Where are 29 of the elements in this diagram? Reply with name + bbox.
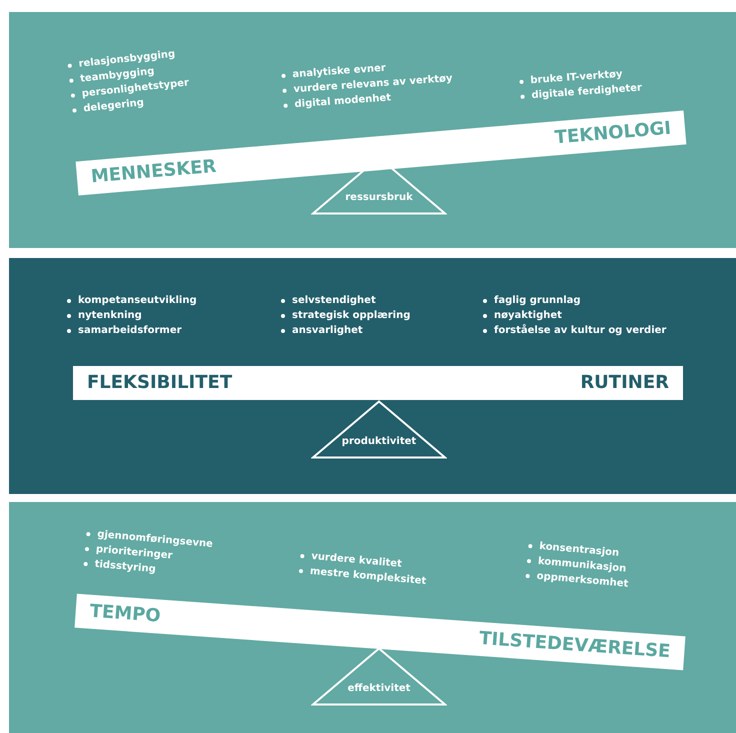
bullet-item: samarbeidsformer [78, 324, 182, 337]
bullet-item: nøyaktighet [494, 309, 562, 322]
panel-background [9, 12, 736, 248]
panel-background [9, 502, 736, 733]
bullet-item: tidsstyring [94, 558, 156, 576]
bullet-item: nytenkning [78, 309, 142, 322]
bullet-item: analytiske evner [292, 62, 386, 80]
bullet-item: forståelse av kultur og verdier [494, 324, 666, 337]
bullet-item: ansvarlighet [292, 324, 363, 337]
beam-label: TEKNOLOGI [554, 118, 672, 148]
bullet-item: selvstendighet [292, 294, 376, 307]
panel-background [9, 258, 736, 494]
bullet-item: digital modenhet [294, 92, 392, 112]
bullet-item: kompetanseutvikling [78, 294, 197, 307]
bullet-item: delegering [82, 97, 144, 116]
beam-label: TEMPO [89, 600, 162, 627]
bullet-item: strategisk opplæring [292, 309, 410, 322]
beam-label: RUTINER [580, 372, 669, 393]
seesaw-beam [73, 366, 683, 400]
fulcrum-label: ressursbruk [344, 192, 414, 203]
beam-label: MENNESKER [90, 156, 218, 188]
bullet-item: faglig grunnlag [494, 294, 581, 307]
fulcrum-triangle [311, 647, 447, 706]
beam-label: TILSTEDEVÆRELSE [478, 628, 672, 662]
fulcrum-label: produktivitet [340, 436, 418, 447]
fulcrum-label: effektivitet [346, 683, 412, 694]
beam-label: FLEKSIBILITET [87, 372, 232, 393]
bullet-item: kommunikasjon [538, 556, 627, 575]
fulcrum-triangle [311, 400, 447, 459]
